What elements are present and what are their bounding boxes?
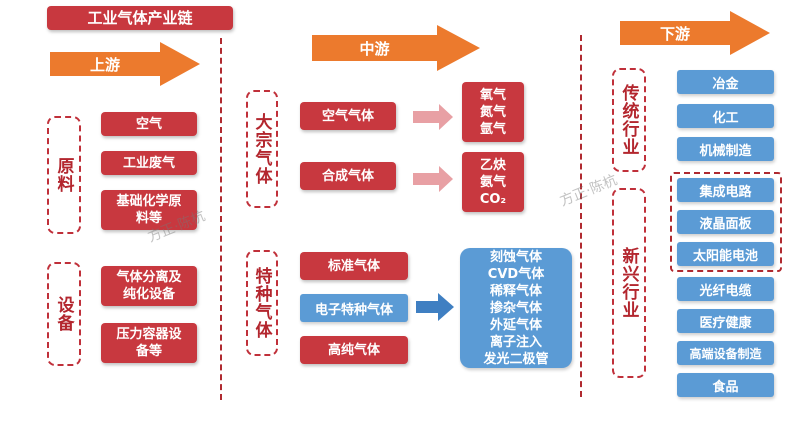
upstream-arrow bbox=[50, 42, 200, 86]
divider-line bbox=[580, 35, 582, 397]
raw-item-air: 空气 bbox=[101, 112, 197, 136]
industry-food: 食品 bbox=[677, 373, 774, 397]
traditional-industry-label: 传统行业 bbox=[618, 84, 639, 156]
arrow-right-icon bbox=[413, 166, 453, 192]
divider-line bbox=[220, 38, 222, 400]
special-gas-group: 特种气体 bbox=[246, 250, 278, 356]
downstream-label: 下游 bbox=[659, 24, 690, 43]
raw-materials-label: 原料 bbox=[53, 157, 74, 193]
midstream-label: 中游 bbox=[359, 39, 390, 58]
equip-item-pressure: 压力容器设备等 bbox=[101, 323, 197, 363]
use-doping: 掺杂气体 bbox=[489, 300, 542, 316]
semiconductor-highlight-frame bbox=[670, 172, 782, 272]
industry-fiber: 光纤电缆 bbox=[677, 277, 774, 301]
equipment-label: 设备 bbox=[53, 296, 74, 332]
bulk-item-syngas: 合成气体 bbox=[300, 162, 396, 190]
arrow-right-icon bbox=[416, 293, 454, 321]
raw-item-chemicals: 基础化学原料等 bbox=[101, 190, 197, 230]
industry-metallurgy: 冶金 bbox=[677, 70, 774, 94]
bulk-output-syngases: 乙炔 氨气 CO₂ bbox=[462, 152, 524, 212]
use-ion-implant: 离子注入 bbox=[489, 334, 542, 350]
raw-item-waste-gas: 工业废气 bbox=[101, 151, 197, 175]
raw-materials-group: 原料 bbox=[47, 116, 81, 234]
use-dilution: 稀释气体 bbox=[489, 283, 542, 299]
arrow-right-icon bbox=[413, 104, 453, 130]
watermark: 方正·陈杭 bbox=[557, 172, 620, 210]
special-gas-label: 特种气体 bbox=[251, 267, 272, 339]
special-item-standard: 标准气体 bbox=[300, 252, 408, 280]
upstream-label: 上游 bbox=[89, 55, 120, 74]
emerging-industry-group: 新兴行业 bbox=[612, 188, 646, 378]
use-etching: 刻蚀气体 bbox=[489, 249, 542, 265]
use-epitaxy: 外延气体 bbox=[489, 317, 542, 333]
equipment-group: 设备 bbox=[47, 262, 81, 366]
traditional-industry-group: 传统行业 bbox=[612, 68, 646, 172]
equip-item-separation: 气体分离及纯化设备 bbox=[101, 266, 197, 306]
special-item-electronic: 电子特种气体 bbox=[300, 294, 408, 322]
bulk-output-air-gases: 氧气 氮气 氩气 bbox=[462, 82, 524, 142]
industry-solar: 太阳能电池 bbox=[677, 242, 774, 266]
industry-lcd: 液晶面板 bbox=[677, 210, 774, 234]
use-cvd: CVD气体 bbox=[487, 266, 545, 282]
electronic-gas-uses: 刻蚀气体 CVD气体 稀释气体 掺杂气体 外延气体 离子注入 发光二极管 bbox=[460, 248, 572, 368]
bulk-item-air-gas: 空气气体 bbox=[300, 102, 396, 130]
emerging-industry-label: 新兴行业 bbox=[618, 247, 639, 319]
special-item-high-purity: 高纯气体 bbox=[300, 336, 408, 364]
industry-machinery: 机械制造 bbox=[677, 137, 774, 161]
downstream-arrow bbox=[620, 11, 770, 55]
bulk-gas-group: 大宗气体 bbox=[246, 90, 278, 208]
industry-medical: 医疗健康 bbox=[677, 309, 774, 333]
bulk-gas-label: 大宗气体 bbox=[251, 113, 272, 185]
industry-ic: 集成电路 bbox=[677, 178, 774, 202]
midstream-arrow bbox=[312, 25, 480, 71]
industry-equipment: 高端设备制造 bbox=[677, 341, 774, 365]
use-led: 发光二极管 bbox=[483, 351, 549, 367]
industry-chemical: 化工 bbox=[677, 104, 774, 128]
diagram-title: 工业气体产业链 bbox=[47, 6, 233, 30]
